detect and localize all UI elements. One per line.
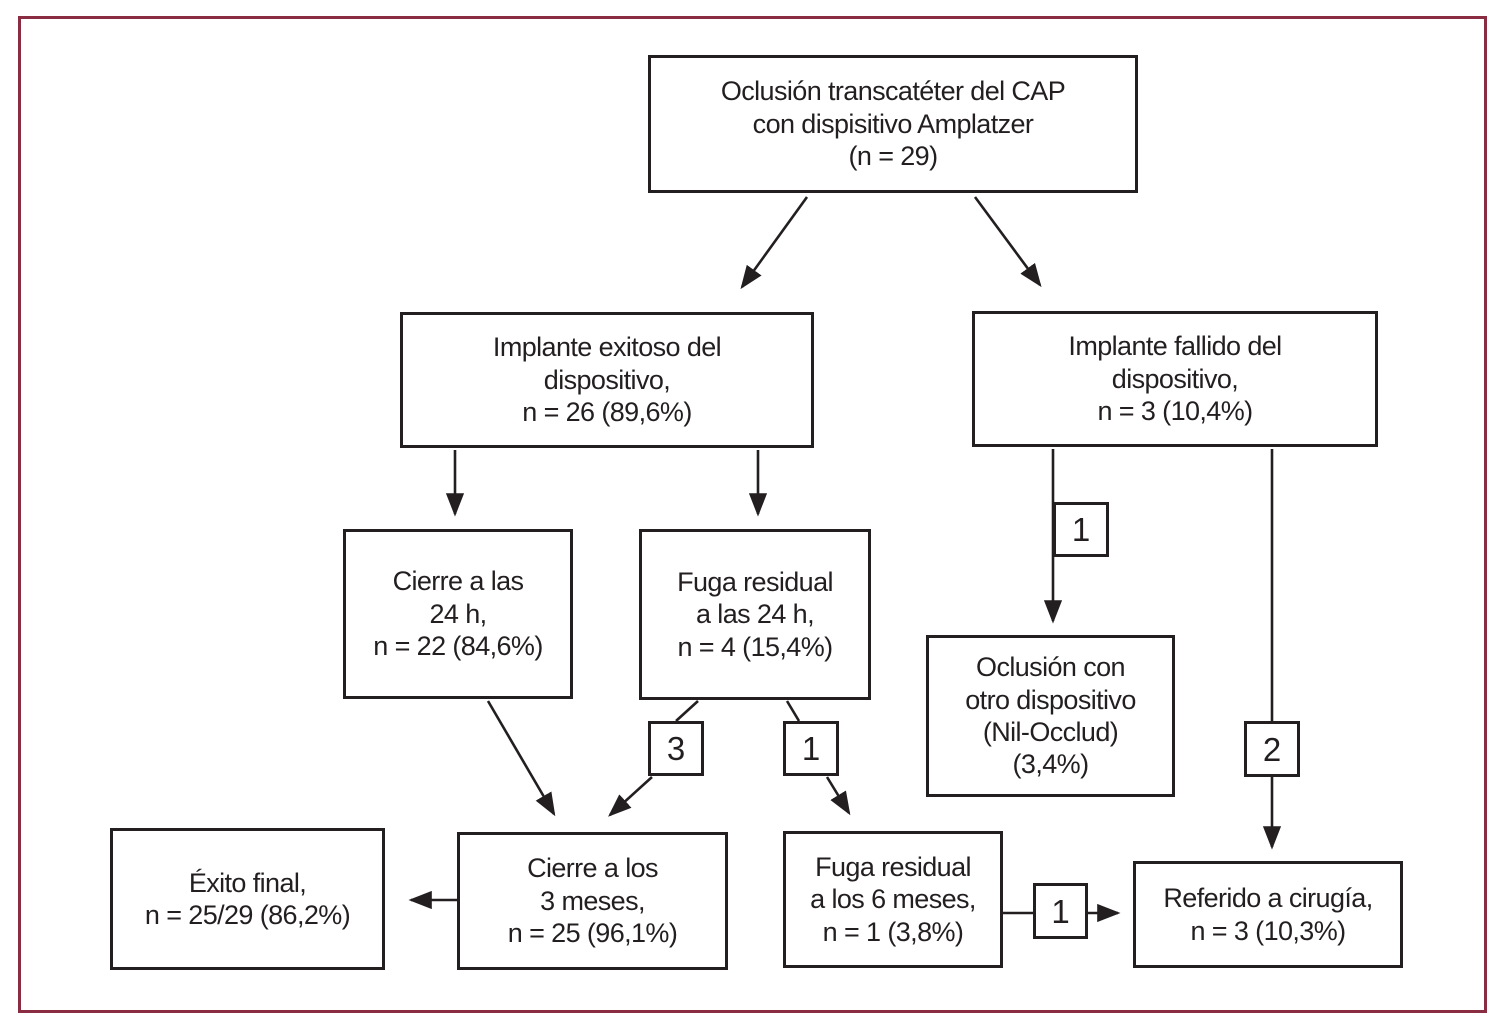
node-exito-final: Éxito final, n = 25/29 (86,2%) [110, 828, 385, 970]
node-implante-exitoso: Implante exitoso del dispositivo, n = 26… [400, 312, 814, 448]
node-referido-cirugia: Referido a cirugía, n = 3 (10,3%) [1133, 861, 1403, 968]
edge-label-fallido-to-referido-text: 2 [1262, 730, 1282, 768]
edge-label-fallido-to-oclusion-text: 1 [1071, 511, 1091, 548]
edge-label-fallido-to-referido: 2 [1244, 721, 1300, 777]
node-cierre-3-meses: Cierre a los 3 meses, n = 25 (96,1%) [457, 832, 728, 970]
node-oclusion-otro-dispositivo-text: Oclusión con otro dispositivo (Nil-Occlu… [965, 652, 1136, 780]
node-fuga-residual-24h: Fuga residual a las 24 h, n = 4 (15,4%) [639, 529, 871, 700]
edge-label-fallido-to-oclusion: 1 [1053, 502, 1109, 557]
node-cierre-3-meses-text: Cierre a los 3 meses, n = 25 (96,1%) [507, 853, 678, 949]
node-implante-fallido: Implante fallido del dispositivo, n = 3 … [972, 311, 1378, 447]
node-referido-cirugia-text: Referido a cirugía, n = 3 (10,3%) [1163, 883, 1373, 946]
edge-label-fuga24-to-fuga6m-text: 1 [801, 730, 821, 767]
node-root: Oclusión transcatéter del CAP con dispis… [648, 55, 1138, 193]
edge-label-fuga6m-to-referido-text: 1 [1051, 892, 1070, 930]
edge-label-fuga24-to-cierre3m-text: 3 [666, 730, 686, 767]
edge-label-fuga24-to-fuga6m: 1 [783, 721, 839, 776]
node-oclusion-otro-dispositivo: Oclusión con otro dispositivo (Nil-Occlu… [926, 635, 1175, 797]
node-implante-exitoso-text: Implante exitoso del dispositivo, n = 26… [492, 332, 722, 428]
node-fuga-residual-24h-text: Fuga residual a las 24 h, n = 4 (15,4%) [677, 566, 833, 662]
edge-label-fuga6m-to-referido: 1 [1033, 883, 1088, 939]
node-fuga-residual-6-meses: Fuga residual a los 6 meses, n = 1 (3,8%… [783, 831, 1003, 968]
node-implante-fallido-text: Implante fallido del dispositivo, n = 3 … [1068, 331, 1282, 427]
edge-label-fuga24-to-cierre3m: 3 [648, 721, 704, 776]
node-exito-final-text: Éxito final, n = 25/29 (86,2%) [144, 867, 351, 930]
node-cierre-24h: Cierre a las 24 h, n = 22 (84,6%) [343, 529, 573, 699]
node-root-text: Oclusión transcatéter del CAP con dispis… [720, 76, 1066, 172]
node-cierre-24h-text: Cierre a las 24 h, n = 22 (84,6%) [373, 566, 543, 662]
node-fuga-residual-6-meses-text: Fuga residual a los 6 meses, n = 1 (3,8%… [810, 851, 976, 947]
